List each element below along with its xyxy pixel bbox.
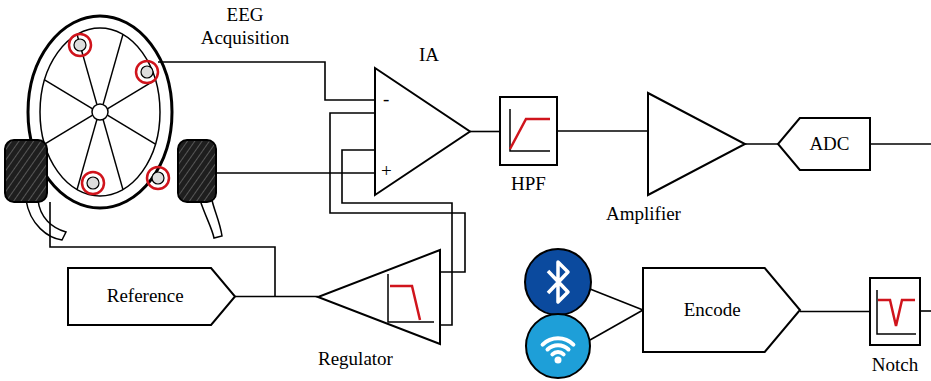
block-label: Encode [684, 299, 741, 322]
block-label: Notch [872, 354, 918, 377]
block-label: Amplifier [606, 203, 681, 226]
eeg-headset [5, 16, 222, 240]
block-label: Reference [107, 285, 184, 308]
block-label: Regulator [318, 348, 393, 371]
pin-sign: - [383, 88, 389, 111]
block-label: HPF [511, 173, 546, 196]
encode-block: Encode [643, 268, 800, 352]
block-label: IA [419, 44, 439, 67]
figure-label: EEG Acquisition [190, 4, 300, 50]
signal-wire [235, 296, 318, 298]
notch-filter: Notch [870, 278, 920, 345]
block-label: ADC [809, 133, 849, 156]
bluetooth-icon [525, 249, 591, 315]
signal-wire [470, 131, 500, 133]
pin-sign: + [381, 160, 392, 183]
wires [50, 62, 931, 340]
wifi-icon [526, 314, 590, 378]
signal-wire [800, 311, 870, 313]
electrodes [69, 34, 169, 194]
node-outline [318, 250, 440, 344]
instrumentation-amplifier: IA-+ [375, 68, 470, 195]
amplifier: Amplifier [648, 93, 745, 195]
high-pass-filter: HPF [500, 97, 557, 165]
node-outline [648, 93, 745, 195]
regulator: Regulator [318, 250, 440, 344]
reference-block: Reference [68, 268, 235, 325]
node-outline [500, 97, 557, 165]
signal-wire [745, 143, 778, 145]
signal-wire [557, 130, 648, 132]
node-outline [870, 278, 920, 345]
adc-block: ADC [778, 118, 870, 170]
